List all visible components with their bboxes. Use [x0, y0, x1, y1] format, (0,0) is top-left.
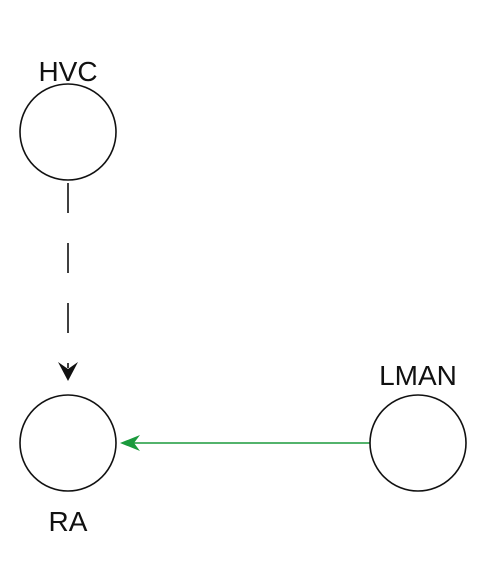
node-lman: LMAN: [369, 360, 467, 492]
edge-lman-to-ra: [120, 435, 370, 451]
node-hvc-circle: [19, 83, 117, 181]
node-ra: RA: [19, 394, 117, 537]
node-hvc: HVC: [19, 56, 117, 181]
edge-lman-to-ra-arrowhead: [120, 435, 140, 451]
node-ra-circle: [19, 394, 117, 492]
node-lman-label: LMAN: [379, 360, 457, 391]
node-ra-label: RA: [49, 506, 88, 537]
node-hvc-label: HVC: [38, 56, 97, 87]
edge-hvc-to-ra-arrowhead: [58, 362, 78, 381]
edge-hvc-to-ra: [58, 183, 78, 381]
node-lman-circle: [369, 394, 467, 492]
